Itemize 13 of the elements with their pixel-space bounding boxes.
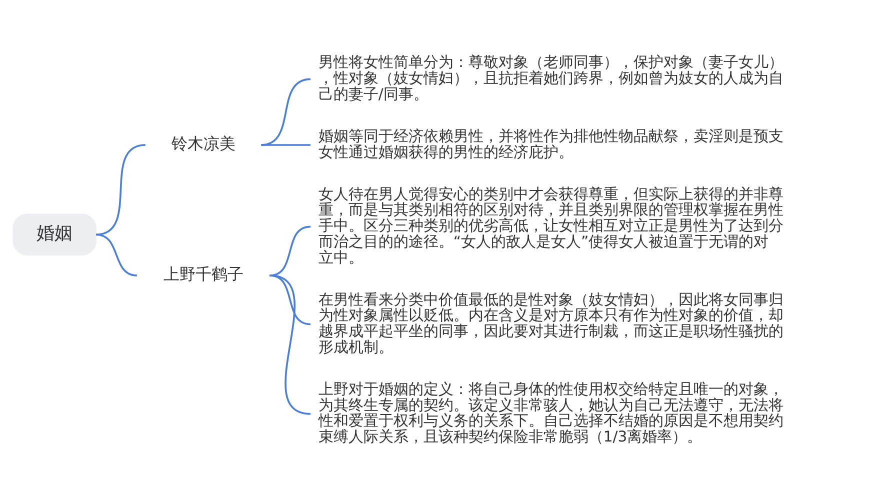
- node-text: 上野对于婚姻的定义：将自己身体的性使用权交给特定且唯一的对象，为其终生专属的契约。该定义非常骇人，她认为自己无法遵守，无法将性和爱置于权利与义务的关系下。自己选择不结婚的原因是不想用契约束缚人际关系，且该种契约保险非常脆弱（1/3离婚率）。: [318, 380, 784, 446]
- node-text: 上野千鹤子: [163, 264, 244, 284]
- node-text: 铃木凉美: [171, 134, 236, 153]
- node-text: 女人待在男人觉得安心的类别中才会获得尊重，但实际上获得的并非尊重，而是与其类别相符的区别对待，并且类别界限的管理权掌握在男性手中。区分三种类别的优劣高低，让女性相互对立正是男性为了达到分而治之目的的途径。“女人的敌人是女人”使得女人被迫置于无谓的对立中。: [318, 185, 784, 266]
- node-box: 婚姻: [12, 213, 97, 256]
- connector: [96, 144, 146, 235]
- node-text: 婚姻等同于经济依赖男性，并将性作为排他性物品献祭，卖淫则是预支女性通过婚姻获得的男性的经济庇护。: [318, 127, 784, 160]
- connector: [269, 274, 311, 414]
- connector: [260, 78, 311, 146]
- connector: [96, 233, 138, 276]
- node-text: 男性将女性简单分为：尊敬对象（老师同事），保护对象（妻子女儿），性对象（妓女情妇），且抗拒着她们跨界，例如曾为妓女的人成为自己的妻子/同事。: [318, 54, 784, 102]
- node-text: 在男性看来分类中价值最低的是性对象（妓女情妇），因此将女同事归为性对象属性以贬低。内在含义是对方原本只有作为性对象的价值，却越界成平起平坐的同事，因此要对其进行制裁，而这正是职场性骚扰的形成机制。: [318, 290, 784, 356]
- connector: [261, 144, 310, 146]
